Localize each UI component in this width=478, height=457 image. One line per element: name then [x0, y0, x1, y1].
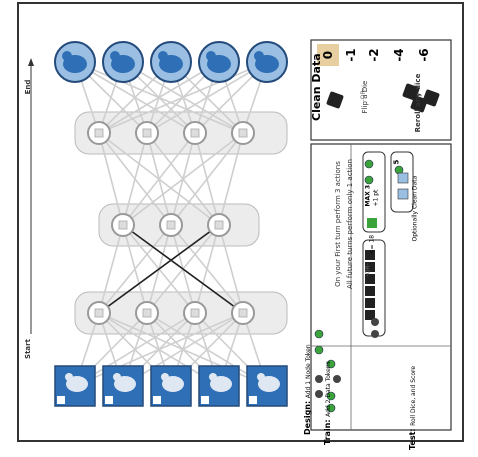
- score-highlight: [317, 44, 339, 66]
- node-icon: [94, 308, 104, 318]
- die-icon: [326, 91, 344, 109]
- test-action: Test: Roll Dice, and Score: [408, 340, 420, 450]
- small-die-icon: [365, 298, 375, 308]
- future-turn-rule: All future turns perform only 1 action: [346, 159, 354, 289]
- node-icon: [118, 220, 128, 230]
- edge-upper: [98, 132, 124, 226]
- optional-label-1: Optionally Clean Data: [411, 175, 419, 242]
- node-token-icon: [371, 318, 379, 326]
- seal-icon-head: [65, 373, 73, 381]
- small-die-icon: [365, 262, 375, 272]
- end-label: End: [24, 79, 32, 95]
- train-action: Train: Add 2 Data Tokens: [323, 325, 335, 445]
- edge-lower: [218, 224, 244, 314]
- edge-upper: [122, 132, 148, 226]
- data-token: [364, 175, 374, 185]
- animal-card: [102, 365, 144, 407]
- card-label-icon: [105, 396, 113, 404]
- cat-icon-head: [254, 51, 264, 61]
- test-text: Roll Dice, and Score: [410, 365, 417, 426]
- small-die-icon: [365, 250, 375, 260]
- edge-top: [98, 61, 220, 134]
- node-icon: [238, 308, 248, 318]
- dog-icon-head: [158, 51, 168, 61]
- data-token: [326, 359, 336, 369]
- small-die-icon: [365, 310, 375, 320]
- cat-icon-head: [161, 373, 169, 381]
- card-icon: [397, 172, 409, 184]
- pt-label: +1 pt: [372, 189, 380, 207]
- or-label-clean: -OR-: [360, 88, 367, 102]
- node-icon: [94, 128, 104, 138]
- design-title: Design:: [303, 400, 312, 435]
- score-value: -1: [344, 48, 358, 62]
- card-label-icon: [57, 396, 65, 404]
- node-token-icon: [315, 390, 323, 398]
- design-text: Add 1 Node Token: [305, 344, 312, 399]
- cow-icon-head: [257, 373, 265, 381]
- small-die-icon: [365, 286, 375, 296]
- or-label-card: -OR-: [364, 263, 372, 277]
- card-label-icon: [201, 396, 209, 404]
- seal-icon-head: [206, 51, 216, 61]
- die-icon: [422, 89, 440, 107]
- score-value: -6: [417, 48, 431, 62]
- edge-upper: [218, 132, 244, 226]
- data-token: [314, 329, 324, 339]
- active-edge: [122, 224, 244, 314]
- score-value: -4: [392, 48, 406, 62]
- train-text: Add 2 Data Tokens: [325, 361, 332, 417]
- clean-data-title: Clean Data: [310, 53, 323, 121]
- node-icon: [238, 128, 248, 138]
- edge-top: [98, 61, 268, 134]
- node-icon: [190, 128, 200, 138]
- data-token: [326, 403, 336, 413]
- node-icon: [166, 220, 176, 230]
- edge-lower: [194, 224, 220, 314]
- score-value: 0: [321, 50, 335, 60]
- count-label: 5: [392, 159, 401, 165]
- green-bar: [367, 218, 377, 228]
- start-label: Start: [24, 339, 32, 359]
- edge-top: [146, 61, 268, 134]
- data-token: [314, 345, 324, 355]
- train-title: Train:: [323, 419, 332, 445]
- card-icon: [397, 188, 409, 200]
- data-token: [326, 391, 336, 401]
- whale-icon-head: [62, 51, 72, 61]
- active-edge: [98, 224, 220, 314]
- node-icon: [214, 220, 224, 230]
- card-max: [362, 151, 386, 233]
- node-token-icon: [333, 375, 341, 383]
- arrow-head: [28, 58, 34, 66]
- data-token: [364, 159, 374, 169]
- node-token-icon: [315, 375, 323, 383]
- node-icon: [190, 308, 200, 318]
- small-die-icon: [365, 274, 375, 284]
- board-graphics: [28, 39, 452, 431]
- node-icon: [142, 308, 152, 318]
- reroll-label: Reroll any dice: [414, 73, 422, 133]
- edge-upper: [122, 132, 196, 226]
- card-label-icon: [153, 396, 161, 404]
- game-board: Start End Clean Data Flip a Die -OR- Rer…: [17, 2, 464, 450]
- deer-icon-head: [209, 373, 217, 381]
- edge-upper: [170, 132, 244, 226]
- threshold-label: <= 18: [368, 234, 376, 255]
- first-turn-rule: On your First turn perform 3 actions: [334, 161, 342, 287]
- edge-lower: [98, 224, 172, 314]
- test-title: Test:: [408, 428, 417, 450]
- horse-icon-head: [110, 51, 120, 61]
- bird-icon-head: [113, 373, 121, 381]
- card-label-icon: [249, 396, 257, 404]
- edge-lower: [98, 224, 124, 314]
- edge-upper: [122, 132, 244, 226]
- score-value: -2: [367, 48, 381, 62]
- node-icon: [142, 128, 152, 138]
- node-token-icon: [371, 330, 379, 338]
- design-action: Design: Add 1 Node Token: [303, 335, 315, 435]
